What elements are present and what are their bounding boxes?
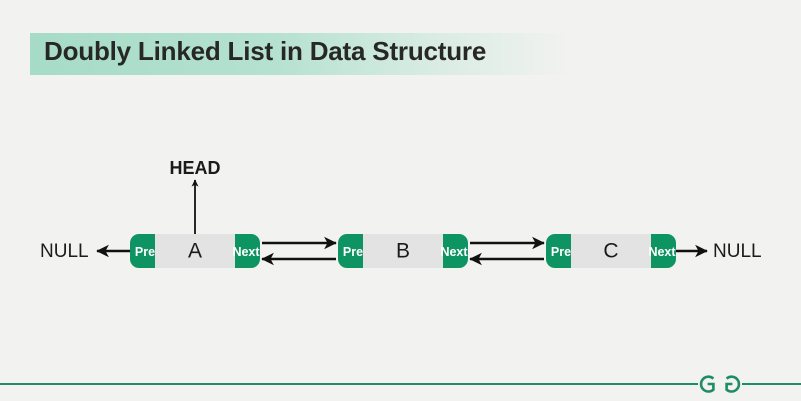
footer-rule-right bbox=[742, 383, 801, 385]
node-c-prev-label: Pre bbox=[551, 245, 571, 259]
node-a-next-label: Next bbox=[232, 245, 260, 259]
node-a-next-cell bbox=[235, 234, 260, 268]
title-highlight-band bbox=[30, 33, 570, 75]
node-c-value: C bbox=[603, 240, 618, 263]
null-left-label: NULL bbox=[40, 241, 89, 262]
node-a-prev-label: Pre bbox=[135, 245, 155, 259]
node-c-next-label: Next bbox=[648, 245, 676, 259]
node-c-body bbox=[571, 234, 651, 268]
null-right-label: NULL bbox=[713, 241, 762, 262]
node-a-body bbox=[155, 234, 235, 268]
node-b-value: B bbox=[396, 240, 410, 263]
geeksforgeeks-logo bbox=[699, 375, 741, 393]
node-c-next-cell bbox=[651, 234, 676, 268]
footer-rule-left bbox=[0, 383, 698, 385]
page-title: Doubly Linked List in Data Structure bbox=[44, 36, 487, 66]
list-node-c: Pre C Next bbox=[546, 234, 676, 268]
head-label: HEAD bbox=[169, 158, 220, 178]
list-node-b: Pre B Next bbox=[338, 234, 468, 268]
node-a-prev-cell bbox=[130, 234, 155, 268]
node-a-value: A bbox=[188, 240, 202, 263]
node-b-body bbox=[363, 234, 443, 268]
node-c-prev-cell bbox=[546, 234, 571, 268]
node-b-prev-label: Pre bbox=[343, 245, 363, 259]
node-b-next-label: Next bbox=[440, 245, 468, 259]
node-b-next-cell bbox=[443, 234, 468, 268]
list-node-a: Pre A Next bbox=[130, 234, 260, 268]
node-b-prev-cell bbox=[338, 234, 363, 268]
